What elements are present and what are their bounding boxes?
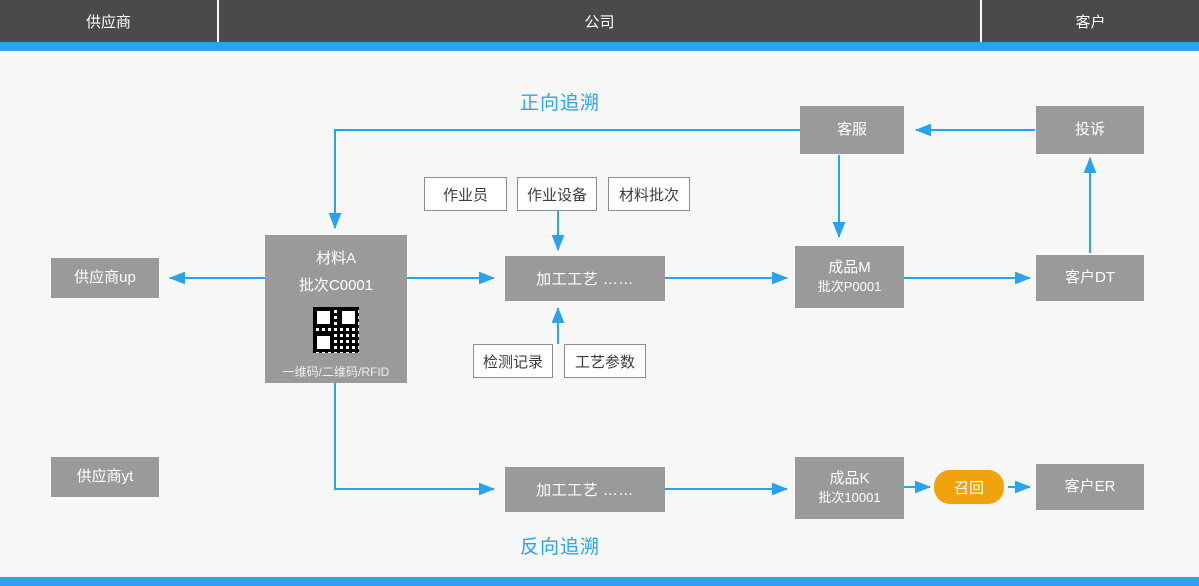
node-product-k[interactable]: 成品K 批次10001	[795, 457, 904, 519]
node-customer-dt[interactable]: 客户DT	[1036, 255, 1144, 301]
node-process-top[interactable]: 加工工艺 ……	[505, 256, 665, 301]
material-code-types: 一维码/二维码/RFID	[282, 365, 390, 379]
node-process-param-label: 工艺参数	[574, 353, 635, 371]
backward-trace-label: 反向追溯	[520, 537, 601, 558]
node-complaint-label: 投诉	[1074, 121, 1105, 139]
material-batch: 批次C0001	[298, 277, 374, 294]
node-complaint[interactable]: 投诉	[1036, 106, 1144, 154]
node-operator-label: 作业员	[442, 186, 488, 204]
header-customer: 客户	[982, 0, 1199, 51]
node-operator[interactable]: 作业员	[424, 177, 507, 211]
node-supplier-up-label: 供应商up	[74, 269, 136, 287]
node-process-bottom[interactable]: 加工工艺 ……	[505, 467, 665, 512]
bottom-accent-bar	[0, 577, 1199, 586]
node-equipment[interactable]: 作业设备	[517, 177, 597, 211]
qr-code-icon	[313, 307, 359, 353]
node-inspection-record[interactable]: 检测记录	[473, 344, 553, 378]
node-customer-service[interactable]: 客服	[800, 106, 904, 154]
node-supplier-yt-label: 供应商yt	[76, 468, 134, 486]
node-inspection-record-label: 检测记录	[482, 353, 543, 371]
forward-trace-label: 正向追溯	[520, 93, 601, 114]
node-recall-label: 召回	[953, 479, 984, 497]
node-customer-service-label: 客服	[836, 121, 867, 139]
top-accent-bar	[0, 42, 1199, 51]
node-supplier-up[interactable]: 供应商up	[51, 258, 159, 298]
header-company-label: 公司	[584, 13, 615, 31]
header-company: 公司	[219, 0, 980, 51]
node-material-a[interactable]: 材料A 批次C0001 一维码/二维码/RFID	[265, 235, 407, 383]
header-customer-label: 客户	[1075, 13, 1106, 31]
node-product-m-batch: 批次P0001	[817, 279, 882, 295]
header-supplier: 供应商	[0, 0, 217, 51]
node-product-m[interactable]: 成品M 批次P0001	[795, 246, 904, 308]
header-row: 供应商 公司 客户	[0, 0, 1199, 51]
node-process-top-label: 加工工艺 ……	[536, 271, 634, 288]
material-title: 材料A	[315, 250, 356, 267]
node-customer-dt-label: 客户DT	[1065, 269, 1115, 287]
node-product-k-title: 成品K	[829, 469, 870, 487]
node-customer-er-label: 客户ER	[1064, 478, 1116, 496]
node-equipment-label: 作业设备	[526, 186, 587, 204]
node-process-param[interactable]: 工艺参数	[564, 344, 646, 378]
node-recall[interactable]: 召回	[934, 470, 1004, 504]
node-supplier-yt[interactable]: 供应商yt	[51, 457, 159, 497]
node-product-k-batch: 批次10001	[818, 490, 881, 506]
node-customer-er[interactable]: 客户ER	[1036, 464, 1144, 510]
header-supplier-label: 供应商	[85, 13, 131, 31]
node-process-bottom-label: 加工工艺 ……	[536, 482, 634, 499]
node-material-batch[interactable]: 材料批次	[608, 177, 690, 211]
node-material-batch-label: 材料批次	[618, 186, 679, 204]
node-product-m-title: 成品M	[828, 258, 871, 276]
